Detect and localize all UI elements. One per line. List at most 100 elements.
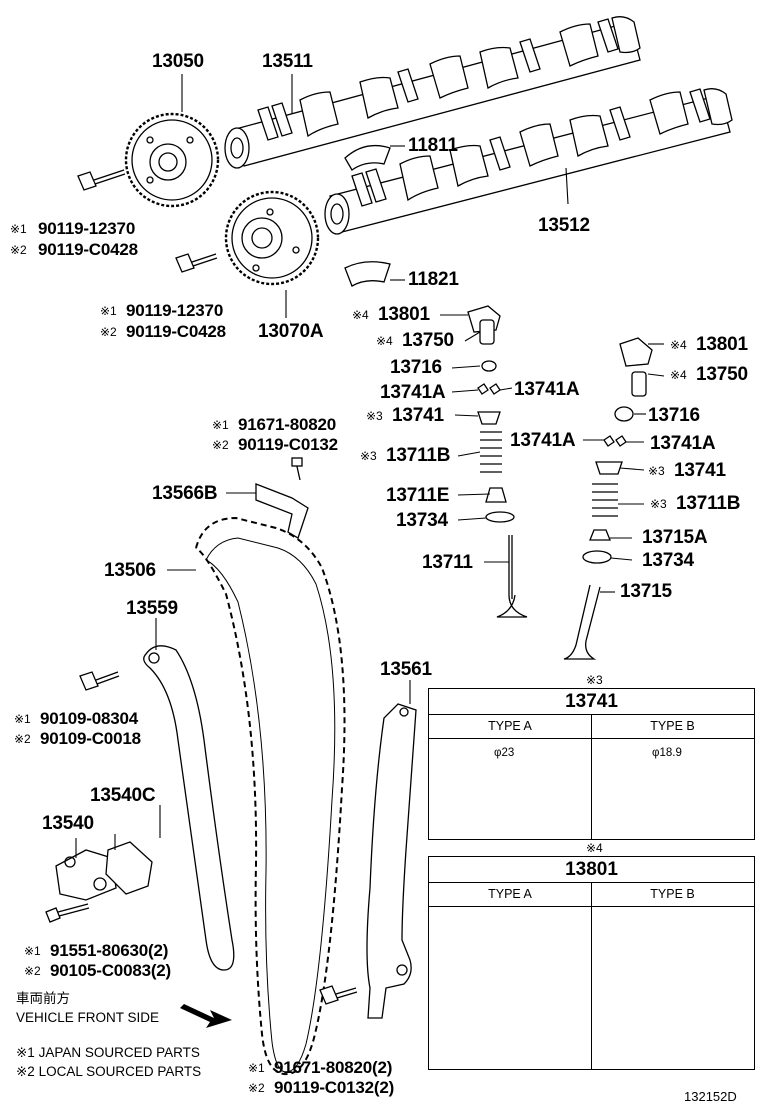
mark-1: ※1 xyxy=(24,944,41,958)
label-13750-left: 13750 xyxy=(402,330,454,351)
label-13741A-right-2: 13741A xyxy=(650,433,716,454)
label-13711B-left: 13711B xyxy=(386,445,451,466)
mark-2: ※2 xyxy=(248,1081,265,1095)
mark-2: ※2 xyxy=(24,964,41,978)
mark-1: ※1 xyxy=(212,418,229,432)
label-13070A: 13070A xyxy=(258,321,324,342)
label-bolt2-a: 90119-12370 xyxy=(126,301,224,320)
camshaft-13511 xyxy=(224,16,641,169)
label-bolt3-a: 91671-80820 xyxy=(238,415,337,434)
mark-4: ※4 xyxy=(352,308,369,322)
label-bolt5-a: 91551-80630(2) xyxy=(50,941,169,960)
mark-1: ※1 xyxy=(100,304,117,318)
label-13711: 13711 xyxy=(422,552,473,573)
table-13741-title: 13741 xyxy=(429,689,754,715)
table-13801-mark: ※4 xyxy=(586,841,603,855)
label-bolt4-b: 90109-C0018 xyxy=(40,729,141,748)
label-bolt3-b: 90119-C0132 xyxy=(238,435,338,454)
mark-2: ※2 xyxy=(14,732,31,746)
mark-2: ※2 xyxy=(212,438,229,452)
chain-guide-13566B xyxy=(255,457,309,539)
bolt-sprocket-2 xyxy=(175,253,218,273)
label-13540C: 13540C xyxy=(90,785,156,806)
label-13734-left: 13734 xyxy=(396,510,448,531)
mark-2: ※2 xyxy=(10,243,27,257)
label-13561: 13561 xyxy=(380,659,432,680)
label-13741A-right-1: 13741A xyxy=(510,430,576,451)
table-13741: 13741 TYPE A TYPE B xyxy=(428,688,755,840)
label-13566B: 13566B xyxy=(152,483,218,504)
label-bolt1-b: 90119-C0428 xyxy=(38,240,138,259)
label-13511: 13511 xyxy=(262,51,313,72)
front-label-en: VEHICLE FRONT SIDE xyxy=(16,1010,160,1025)
label-13741A-left-2: 13741A xyxy=(514,379,580,400)
label-13050: 13050 xyxy=(152,51,204,72)
valve-stack-left xyxy=(467,305,528,618)
table-13801-type-a: TYPE A xyxy=(429,882,591,907)
dim-type-b: φ18.9 xyxy=(652,747,682,759)
label-bolt2-b: 90119-C0428 xyxy=(126,322,226,341)
mark-4: ※4 xyxy=(376,334,393,348)
note-local-sourced: ※2 LOCAL SOURCED PARTS xyxy=(16,1064,202,1079)
label-13801-left: 13801 xyxy=(378,304,430,325)
table-13741-mark: ※3 xyxy=(586,673,603,687)
bolt-slipper xyxy=(319,985,358,1005)
bearing-11821 xyxy=(344,261,391,287)
table-13801-title: 13801 xyxy=(429,857,754,883)
table-13741-type-b: TYPE B xyxy=(591,714,754,739)
table-13741-type-a: TYPE A xyxy=(429,714,591,739)
bolt-guide xyxy=(79,671,120,691)
label-13716-right: 13716 xyxy=(648,405,700,426)
label-bolt4-a: 90109-08304 xyxy=(40,709,139,728)
front-arrow xyxy=(180,1004,232,1028)
table-13801-divider xyxy=(591,882,592,1069)
camshaft-13512 xyxy=(324,88,733,235)
mark-2: ※2 xyxy=(100,325,117,339)
sprocket-13050 xyxy=(124,112,220,208)
label-13512: 13512 xyxy=(538,215,590,236)
label-bolt1-a: 90119-12370 xyxy=(38,219,136,238)
gasket-13540C xyxy=(105,841,153,895)
label-bolt5-b: 90105-C0083(2) xyxy=(50,961,172,980)
label-13801-right: 13801 xyxy=(696,334,748,355)
drawing-id: 132152D xyxy=(684,1089,737,1104)
bolt-tensioner xyxy=(45,903,90,923)
chain-slipper-13561 xyxy=(366,703,417,1019)
bearing-11811 xyxy=(344,144,391,171)
table-13801: 13801 TYPE A TYPE B xyxy=(428,856,755,1070)
label-13741A-left-1: 13741A xyxy=(380,382,446,403)
front-label-jp: 車両前方 xyxy=(16,991,70,1006)
label-13711E: 13711E xyxy=(386,485,450,506)
mark-3: ※3 xyxy=(648,464,665,478)
label-13741-left: 13741 xyxy=(392,405,444,426)
valve-stack-right xyxy=(563,337,653,660)
label-11811: 11811 xyxy=(408,135,458,156)
mark-1: ※1 xyxy=(14,712,31,726)
bolt-sprocket-1 xyxy=(77,169,126,191)
label-13716-left: 13716 xyxy=(390,357,442,378)
label-11821: 11821 xyxy=(408,269,459,290)
label-bolt6-a: 91671-80820(2) xyxy=(274,1058,393,1077)
label-13741-right: 13741 xyxy=(674,460,726,481)
dim-type-a: φ23 xyxy=(494,747,515,759)
mark-4: ※4 xyxy=(670,338,687,352)
mark-3: ※3 xyxy=(366,409,383,423)
mark-4: ※4 xyxy=(670,368,687,382)
mark-1: ※1 xyxy=(248,1061,265,1075)
label-13715A: 13715A xyxy=(642,527,708,548)
note-japan-sourced: ※1 JAPAN SOURCED PARTS xyxy=(16,1045,200,1060)
label-13734-right: 13734 xyxy=(642,550,694,571)
chain-guide-13559 xyxy=(143,645,235,971)
label-13540: 13540 xyxy=(42,813,94,834)
label-13750-right: 13750 xyxy=(696,364,748,385)
label-13715: 13715 xyxy=(620,581,672,602)
tensioner-13540 xyxy=(55,849,117,901)
label-bolt6-b: 90119-C0132(2) xyxy=(274,1078,395,1097)
sprocket-13070A xyxy=(224,190,320,286)
mark-3: ※3 xyxy=(650,497,667,511)
mark-3: ※3 xyxy=(360,449,377,463)
label-13711B-right: 13711B xyxy=(676,493,741,514)
table-13801-type-b: TYPE B xyxy=(591,882,754,907)
label-13506: 13506 xyxy=(104,560,156,581)
